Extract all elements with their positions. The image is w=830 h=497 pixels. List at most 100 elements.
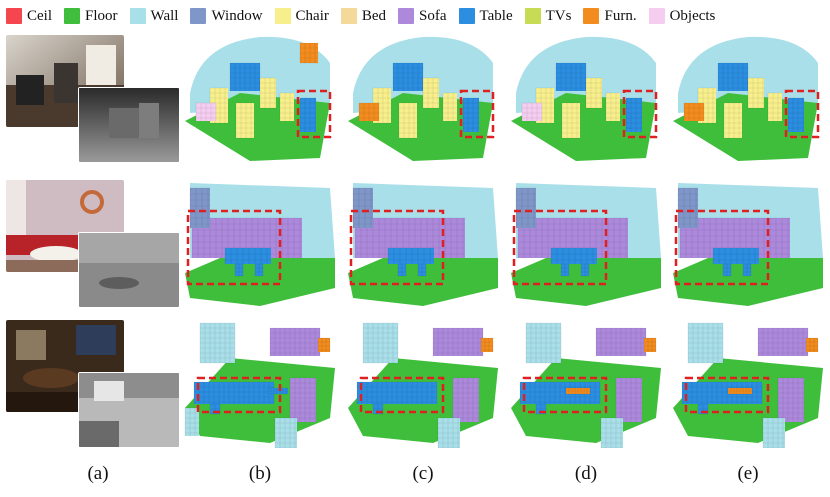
legend-item: Bed: [340, 8, 386, 25]
scene-c-1: [343, 33, 501, 163]
highlight-box: [522, 376, 608, 414]
voxel-block: [596, 328, 646, 356]
scene-b-1: [180, 33, 338, 163]
scene-c-2: [343, 178, 501, 308]
scene-d-1: [506, 33, 664, 163]
voxel-block: [300, 98, 316, 132]
scene-b-2: [180, 178, 338, 308]
voxel-block: [718, 63, 748, 91]
scene-d-3: [506, 318, 664, 448]
voxel-block: [586, 78, 602, 108]
input-photo-cell: [4, 178, 180, 308]
scene-e-2: [668, 178, 826, 308]
voxel-block: [290, 378, 316, 422]
voxel-block: [688, 323, 723, 363]
voxel-block: [768, 93, 782, 121]
highlight-box: [186, 209, 282, 286]
legend-item: Floor: [64, 8, 118, 25]
voxel-block: [743, 264, 751, 276]
legend-swatch: [648, 8, 665, 24]
legend-swatch: [524, 8, 541, 24]
voxel-scene: [348, 322, 498, 448]
highlight-box: [512, 209, 608, 286]
voxel-block: [357, 382, 437, 404]
voxel-block: [353, 188, 373, 228]
highlight-box: [359, 376, 445, 414]
scene-b-3: [180, 318, 338, 448]
voxel-block: [236, 103, 254, 138]
voxel-block: [626, 98, 642, 132]
voxel-block: [723, 264, 731, 276]
column-label-b: (b): [248, 463, 272, 484]
input-photo-cell: [4, 33, 180, 163]
legend-swatch: [398, 8, 415, 24]
depth-map: [78, 372, 180, 448]
legend-item: Chair: [274, 8, 329, 25]
voxel-block: [616, 378, 642, 422]
voxel-block: [275, 418, 297, 448]
voxel-block: [526, 323, 561, 363]
voxel-block: [778, 378, 804, 422]
figure-grid: [4, 33, 826, 453]
legend-item: Table: [458, 7, 513, 25]
voxel-block: [190, 188, 210, 228]
voxel-block: [185, 408, 199, 436]
column-label-d: (d): [574, 463, 598, 484]
depth-map: [78, 232, 180, 308]
voxel-block: [373, 404, 383, 414]
voxel-scene: [184, 322, 335, 448]
legend-swatch: [190, 8, 207, 24]
column-labels: (a) (b) (c) (d) (e): [4, 463, 826, 491]
voxel-block: [359, 103, 379, 121]
legend-item: Objects: [648, 7, 716, 25]
voxel-block: [551, 248, 597, 264]
voxel-block: [418, 264, 426, 276]
scene-e-3: [668, 318, 826, 448]
legend-swatch: [64, 8, 80, 24]
voxel-block: [463, 98, 479, 132]
row-3: [4, 318, 826, 448]
highlight-box: [684, 376, 770, 414]
voxel-block: [270, 328, 320, 356]
voxel-block: [713, 248, 759, 264]
voxel-block: [438, 418, 460, 448]
legend-label: Objects: [669, 7, 716, 24]
voxel-block: [566, 388, 590, 394]
highlight-box: [784, 89, 820, 139]
column-label-a: (a): [87, 463, 109, 484]
voxel-block: [363, 323, 398, 363]
legend-label: Wall: [150, 7, 179, 24]
voxel-block: [235, 264, 243, 276]
voxel-block: [388, 248, 434, 264]
voxel-block: [728, 388, 752, 394]
legend-label: Furn.: [604, 7, 637, 24]
voxel-block: [644, 338, 656, 352]
voxel-block: [556, 63, 586, 91]
voxel-block: [516, 188, 536, 228]
row-1: [4, 33, 826, 163]
legend-swatch: [274, 8, 291, 24]
legend-item: Ceil: [6, 8, 52, 25]
voxel-scene: [673, 36, 820, 161]
voxel-block: [398, 264, 406, 276]
voxel-block: [520, 382, 600, 404]
voxel-block: [698, 404, 708, 414]
legend-label: Ceil: [27, 7, 52, 24]
voxel-block: [255, 264, 263, 276]
voxel-block: [763, 418, 785, 448]
scene-c-3: [343, 318, 501, 448]
floor-surface: [185, 258, 335, 306]
legend-label: Sofa: [419, 7, 447, 24]
scene-e-1: [668, 33, 826, 163]
voxel-block: [562, 103, 580, 138]
voxel-block: [453, 378, 479, 422]
voxel-block: [536, 404, 546, 414]
legend-swatch: [129, 8, 146, 24]
voxel-block: [522, 103, 542, 121]
legend-label: Table: [479, 7, 513, 24]
voxel-scene: [511, 183, 661, 306]
voxel-scene: [185, 183, 335, 306]
voxel-scene: [185, 36, 332, 161]
legend-item: Window: [190, 8, 263, 25]
